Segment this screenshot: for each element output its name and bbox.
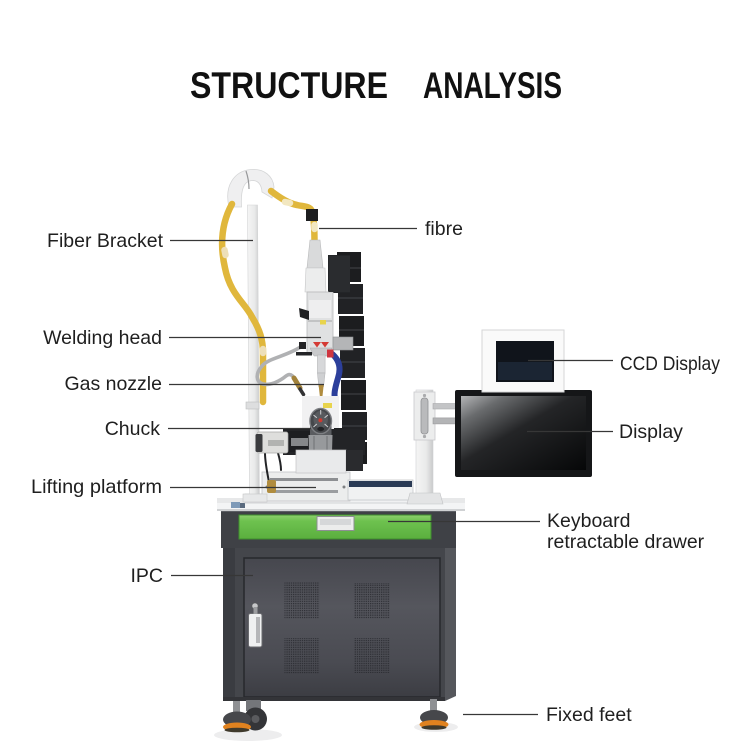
svg-text:ANALYSIS: ANALYSIS: [423, 65, 562, 106]
svg-text:Fiber Bracket: Fiber Bracket: [47, 230, 164, 252]
svg-text:Fixed feet: Fixed feet: [546, 704, 632, 726]
svg-text:IPC: IPC: [130, 565, 163, 587]
svg-text:fibre: fibre: [425, 218, 463, 240]
svg-text:Gas nozzle: Gas nozzle: [64, 373, 162, 395]
svg-text:Lifting platform: Lifting platform: [31, 476, 162, 498]
svg-text:Display: Display: [619, 421, 683, 443]
svg-text:CCD Display: CCD Display: [620, 353, 720, 375]
svg-text:STRUCTURE: STRUCTURE: [190, 65, 388, 106]
svg-text:retractable drawer: retractable drawer: [547, 531, 705, 553]
svg-text:Keyboard: Keyboard: [547, 510, 630, 532]
svg-text:Welding head: Welding head: [43, 327, 162, 349]
svg-text:Chuck: Chuck: [105, 418, 161, 440]
